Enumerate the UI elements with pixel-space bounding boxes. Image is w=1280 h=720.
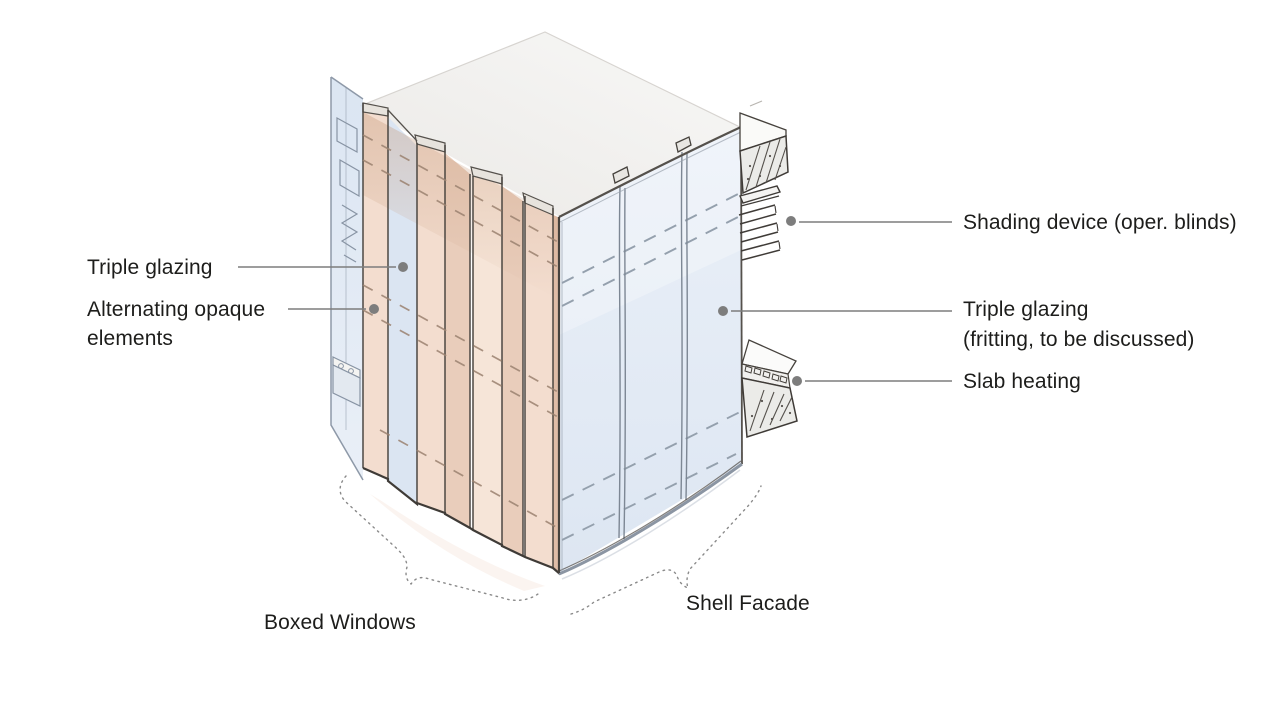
leader-dot-alternating-opaque (369, 304, 379, 314)
leader-lines (238, 216, 952, 386)
shading-device-sketch (738, 185, 781, 261)
label-alternating-opaque: Alternating opaque elements (87, 298, 266, 350)
leader-dot-shading-device (786, 216, 796, 226)
leader-dot-triple-glazing-fritting (718, 306, 728, 316)
pleat-top-caps (362, 102, 554, 216)
brace-shell-facade (570, 485, 762, 615)
boxed-windows-facade (330, 76, 561, 591)
shell-dashed-floor-lines (561, 192, 741, 541)
opaque-strip (417, 144, 445, 513)
label-triple-glazing-fritting: Triple glazing (fritting, to be discusse… (963, 298, 1195, 351)
facade-clips (612, 136, 692, 184)
label-shading-device: Shading device (oper. blinds) (963, 211, 1237, 234)
upper-slab-sketch (739, 100, 789, 195)
label-boxed-windows: Boxed Windows (264, 611, 416, 634)
pleat-dashed-floor-lines (362, 134, 559, 529)
window-symbols (336, 116, 360, 263)
mullion-lines (618, 151, 689, 540)
shell-facade-glass (557, 126, 743, 580)
opaque-strip (525, 203, 553, 568)
label-shell-facade: Shell Facade (686, 592, 810, 615)
pleat-bottom-edge (362, 466, 561, 575)
lower-slab-sketch (741, 339, 798, 439)
opaque-strip-side (502, 186, 523, 556)
sill-box-sketch (332, 356, 361, 407)
leader-dot-triple-glazing-left (398, 262, 408, 272)
label-slab-heating: Slab heating (963, 370, 1081, 393)
back-glass-pane (331, 77, 363, 480)
leader-dot-slab-heating (792, 376, 802, 386)
opaque-strip (473, 176, 502, 545)
label-triple-glazing-left: Triple glazing (87, 256, 213, 279)
lower-slab-concrete (741, 377, 798, 439)
